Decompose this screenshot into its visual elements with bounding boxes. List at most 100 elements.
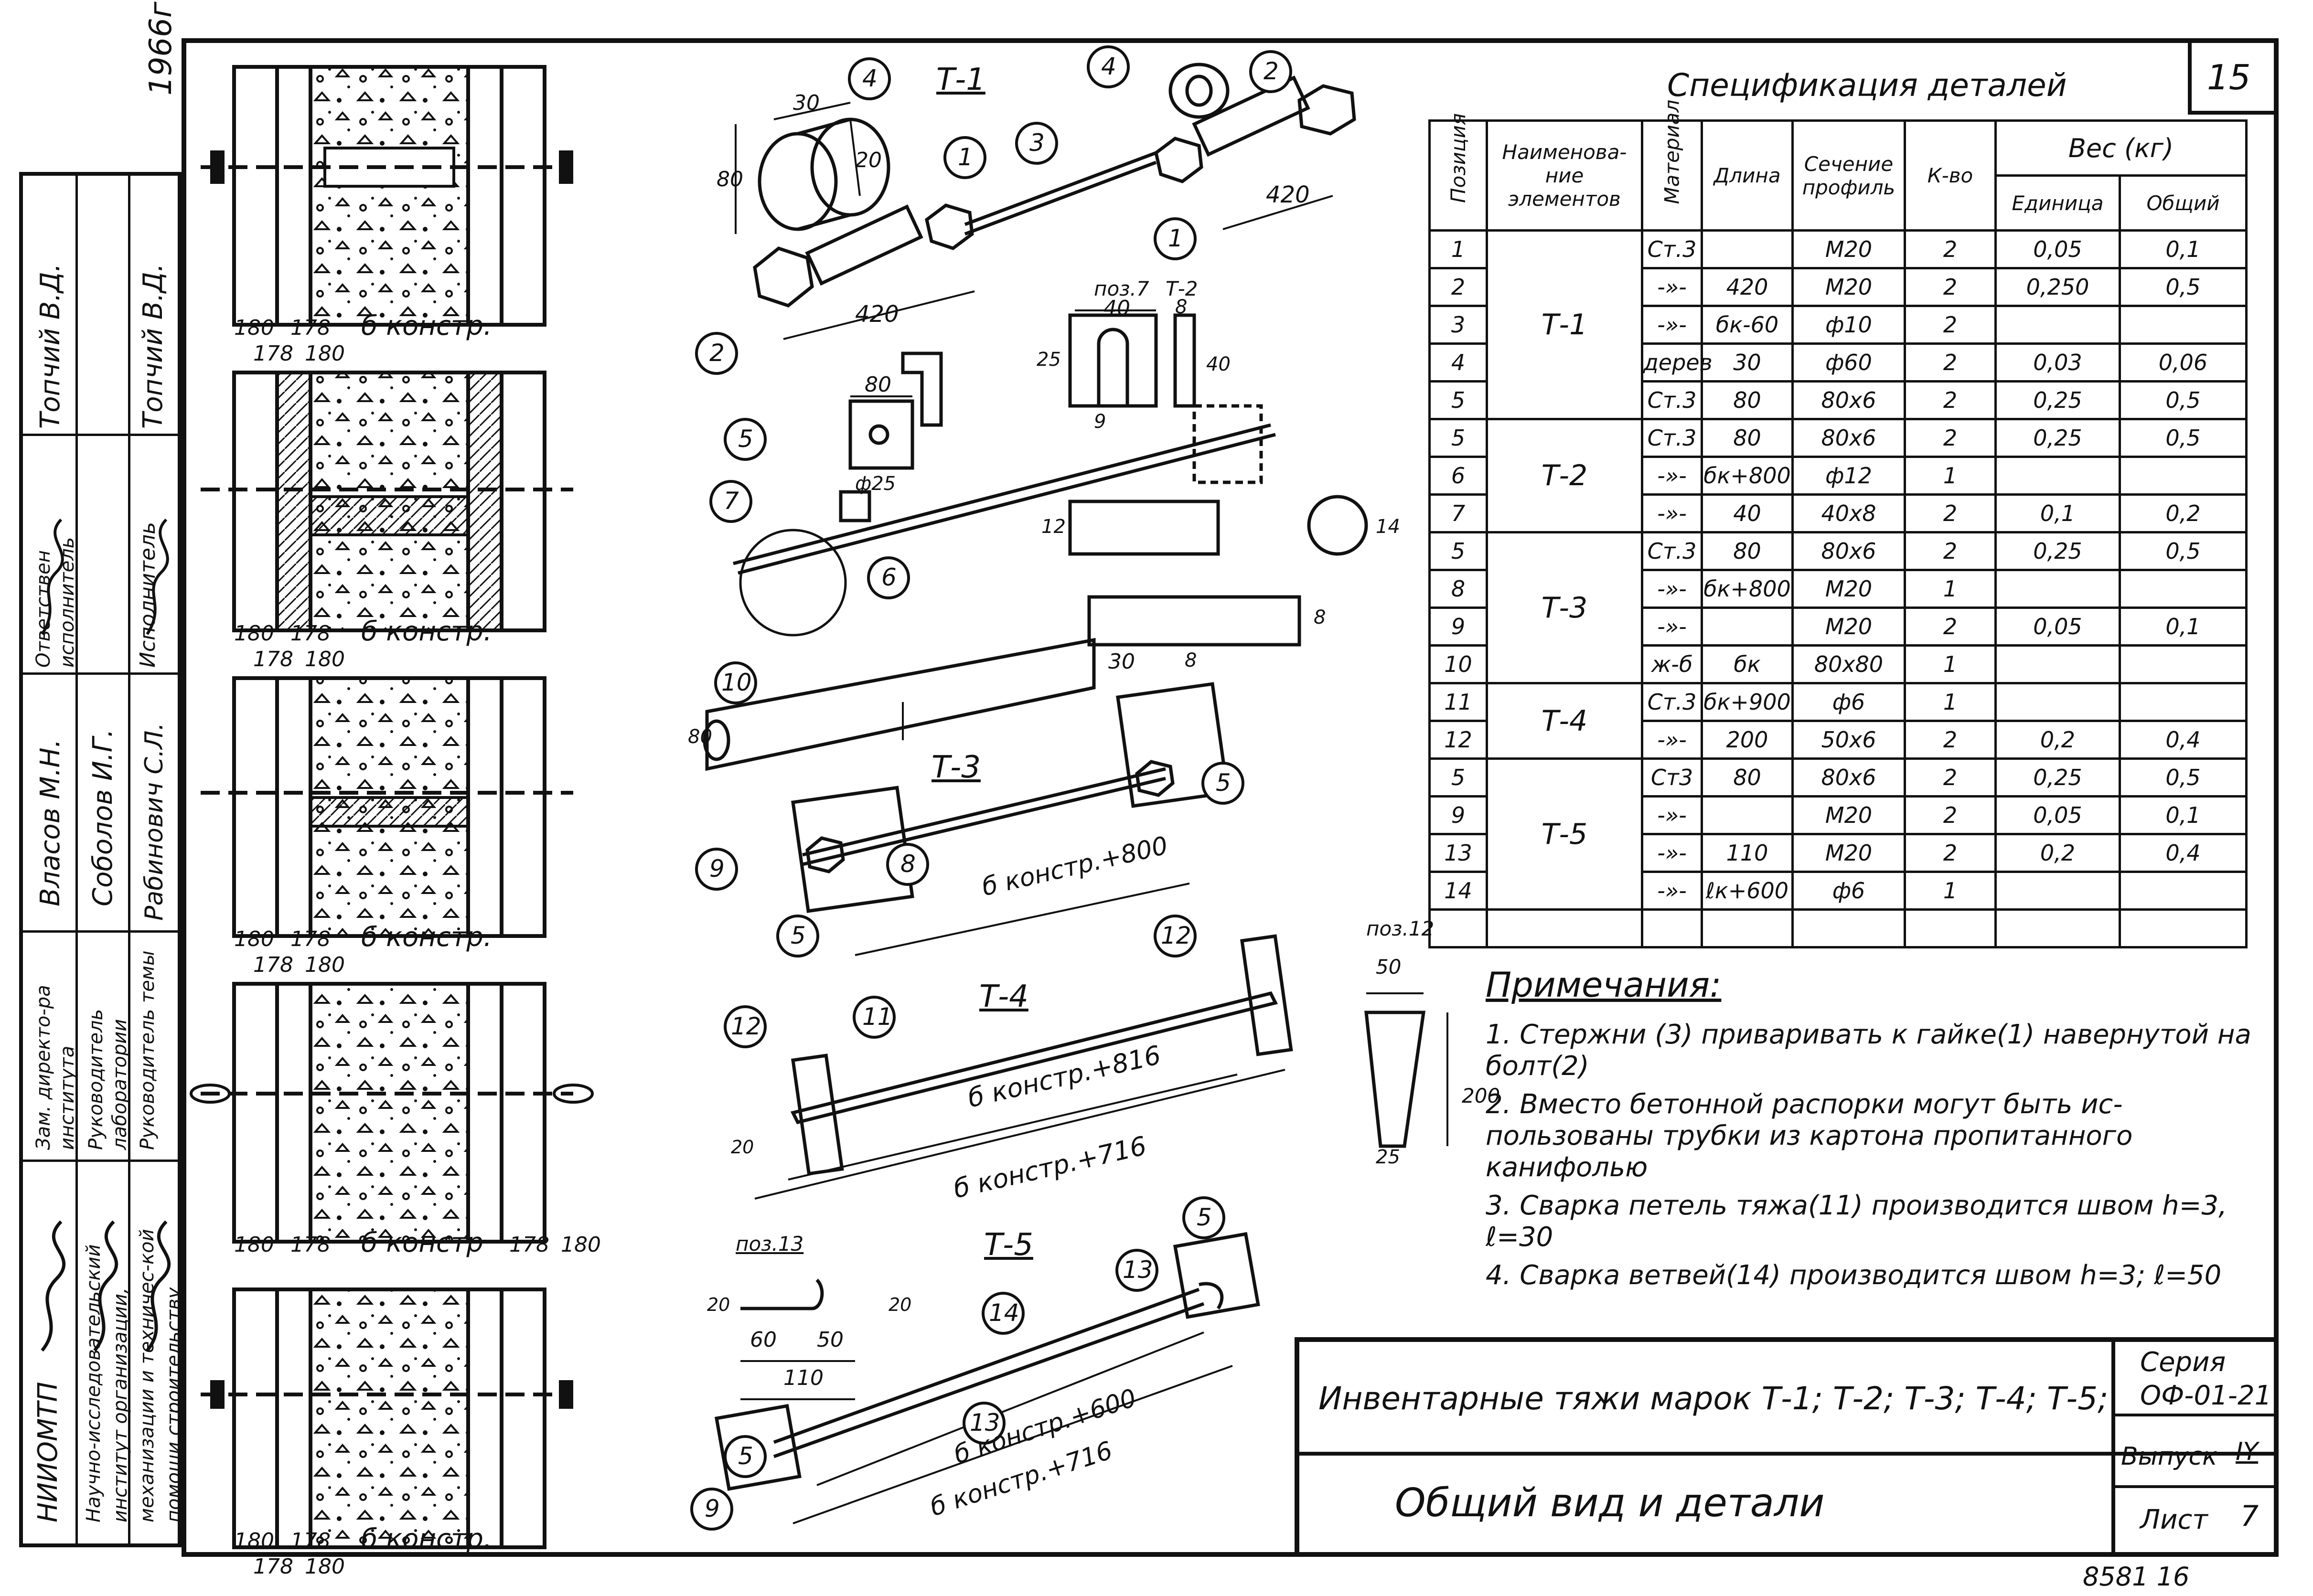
bottom-stamp: 8581 16 — [2083, 1562, 2190, 1592]
group-t2: Т-2 — [1486, 418, 1643, 533]
section-4 — [190, 982, 594, 1244]
t1-title: Т-1 — [936, 62, 985, 97]
note-3: 3. Сварка петель тяжа(11) производится ш… — [1486, 1190, 2227, 1253]
callout-12b — [1154, 915, 1197, 958]
callout-7 — [709, 480, 752, 523]
stamp-role-1: Зам. директо-ра института — [32, 985, 78, 1150]
series-label: Серия — [2140, 1347, 2226, 1378]
callout-11 — [853, 996, 896, 1039]
notes-block: Примечания: 1. Стержни (3) приваривать к… — [1486, 965, 2269, 1298]
detail-drawings — [703, 63, 1448, 1524]
group-t3: Т-3 — [1486, 531, 1643, 684]
section-5 — [201, 1287, 573, 1549]
spec-h-qty: К-во — [1904, 119, 1997, 232]
stamp-name-4: Топчий В.Д. — [35, 263, 66, 429]
org-title: НИИОМТП — [32, 1382, 64, 1522]
stamp-name-5: Топчий В.Д. — [138, 263, 169, 429]
detail-labels: Т-1 30 20 80 420 420 поз.7 Т-2 40 8 25 4… — [688, 62, 1500, 1522]
t5-plate-left — [714, 1404, 802, 1491]
wall-sections — [190, 65, 594, 1549]
signature-marks-top — [41, 518, 169, 635]
callout-5e — [724, 1435, 767, 1478]
title-main: Инвентарные тяжи марок Т-1; Т-2; Т-3; Т-… — [1318, 1380, 2109, 1417]
notes-title: Примечания: — [1486, 965, 1722, 1005]
spec-title: Спецификация деталей — [1667, 67, 2067, 104]
callout-5a — [724, 418, 767, 461]
callout-6 — [867, 556, 910, 599]
callout-5c — [776, 915, 819, 958]
spec-h-name: Наименова-ние элементов — [1486, 119, 1643, 232]
t1-nut-right — [1154, 137, 1203, 183]
section-2 — [201, 371, 573, 632]
callout-10 — [714, 661, 757, 704]
callout-5d — [1182, 1196, 1225, 1239]
sheet-value: 7 — [2240, 1500, 2259, 1533]
section-1 — [201, 65, 573, 327]
stamp-name-3: Рабинович С.Л. — [140, 722, 169, 921]
stamp-role-3: Руководитель темы — [137, 950, 159, 1150]
note-1: 1. Стержни (3) приваривать к гайке(1) на… — [1486, 1019, 2251, 1082]
sheet-number: 15 — [2207, 57, 2251, 97]
spec-h-total: Общий — [2119, 174, 2248, 232]
callout-circles — [690, 45, 1292, 1531]
callout-5b — [1201, 762, 1244, 805]
callout-8 — [886, 843, 929, 886]
section-3 — [201, 676, 573, 938]
t3-plate-right — [1116, 682, 1230, 808]
callout-13a — [963, 1402, 1006, 1445]
callout-13b — [1115, 1249, 1158, 1292]
callout-4a — [848, 57, 891, 100]
spec-h-section: Сечение профиль — [1791, 119, 1906, 232]
series-value: ОФ-01-21 — [2140, 1380, 2272, 1411]
title-block: Инвентарные тяжи марок Т-1; Т-2; Т-3; Т-… — [1295, 1337, 2279, 1557]
t2-title: Т-2 — [1166, 277, 1198, 300]
note-2: 2. Вместо бетонной распорки могут быть и… — [1486, 1089, 2133, 1183]
stamp-name-1: Власов М.Н. — [35, 739, 66, 906]
spec-h-weight: Вес (кг) — [1994, 119, 2248, 177]
stamp-name-2: Соболов И.Г. — [87, 729, 118, 906]
sheet-label: Лист — [2140, 1504, 2208, 1535]
stamp-role-2: Руководитель лаборатории — [85, 1009, 131, 1150]
t5-title: Т-5 — [984, 1227, 1033, 1263]
t2-plate — [848, 399, 914, 470]
t3-title: Т-3 — [932, 750, 981, 785]
callout-2b — [1249, 50, 1292, 93]
t1-bolt-head-left — [753, 246, 814, 308]
t2-bar — [1087, 595, 1301, 647]
t1-bolt-head-right — [1297, 84, 1356, 136]
t2-wedge — [901, 351, 943, 427]
spec-h-pos: Позиция — [1446, 113, 1470, 203]
t1-nut-left — [925, 203, 974, 250]
spec-header-row: Позиция Наименова-ние элементов Материал… — [1428, 100, 2248, 232]
issue-label: Выпуск — [2121, 1442, 2217, 1471]
t4-wedge-detail — [1364, 1011, 1426, 1148]
t2-tube — [1068, 500, 1220, 556]
year-label: 1966г — [143, 1, 179, 96]
approval-stamp: НИИОМТП Научно-исследовательский институ… — [19, 172, 185, 1547]
t3-plate-left — [791, 786, 914, 913]
sheet-frame — [182, 38, 2279, 1557]
t5-hook-detail — [740, 1278, 824, 1310]
callout-4b — [1087, 45, 1130, 88]
sheet-number-box — [2188, 43, 2274, 115]
title-sub: Общий вид и детали — [1395, 1480, 1825, 1526]
